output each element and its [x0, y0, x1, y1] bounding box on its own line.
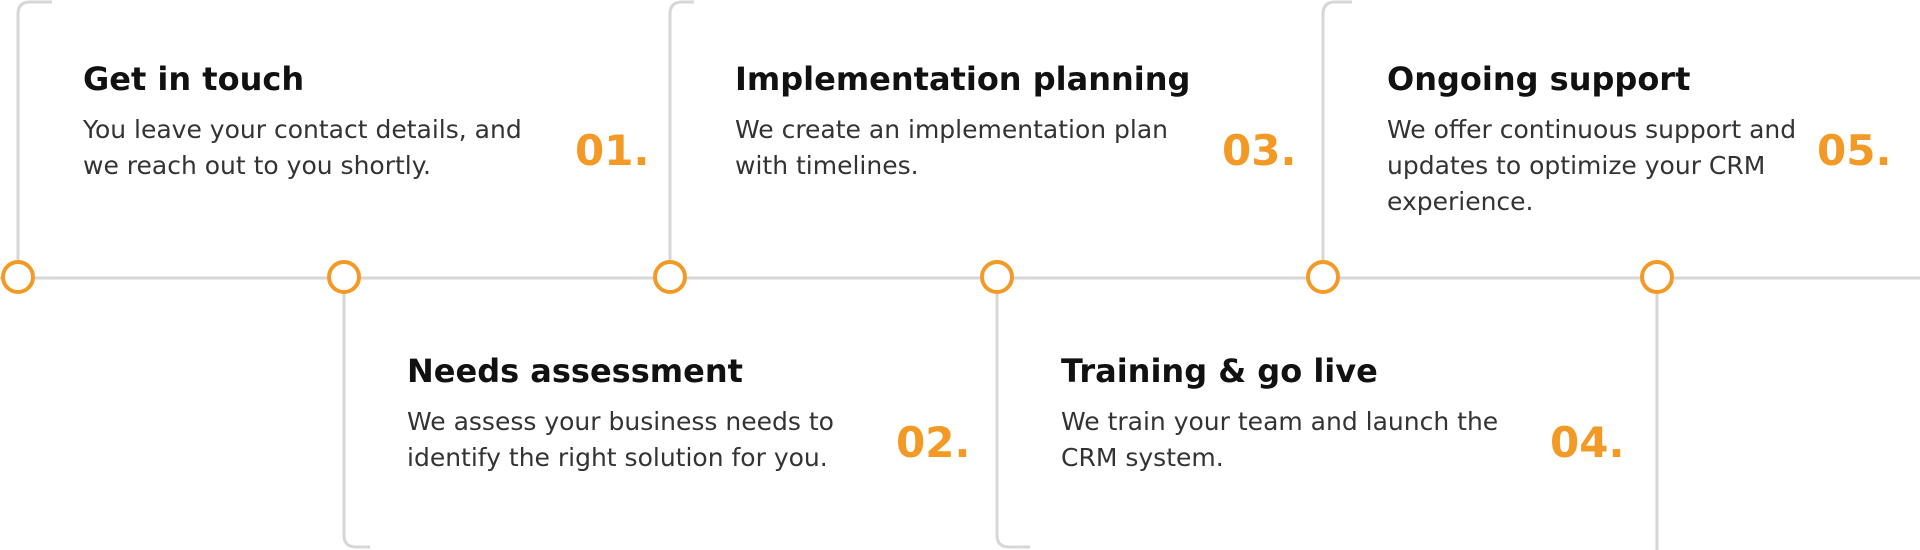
step-title: Training & go live: [1061, 352, 1378, 390]
step-5-bracket: [1321, 0, 1352, 265]
step-number: 02.: [896, 418, 971, 467]
step-1-bracket: [16, 0, 52, 265]
step-description: We assess your business needs to identif…: [407, 407, 834, 472]
step-3-marker: [653, 260, 687, 294]
step-4-bracket: [995, 292, 1030, 549]
step-number: 04.: [1550, 418, 1625, 467]
step-description: We offer continuous support and updates …: [1387, 115, 1797, 216]
step-3-bracket: [668, 0, 694, 265]
step-2-bracket: [342, 292, 370, 549]
step-4-marker: [980, 260, 1014, 294]
step-description: We train your team and launch the CRM sy…: [1061, 407, 1499, 472]
step-number: 05.: [1817, 126, 1892, 175]
end-marker: [1640, 260, 1674, 294]
step-number: 01.: [575, 126, 650, 175]
step-5-marker: [1306, 260, 1340, 294]
step-number: 03.: [1222, 126, 1297, 175]
step-2-marker: [327, 260, 361, 294]
step-title: Needs assessment: [407, 352, 743, 390]
step-title: Get in touch: [83, 60, 305, 98]
step-description: We create an implementation plan with ti…: [735, 115, 1169, 180]
step-title: Implementation planning: [735, 60, 1191, 98]
step-1-marker: [1, 260, 35, 294]
step-description: You leave your contact details, and we r…: [83, 115, 522, 180]
step-title: Ongoing support: [1387, 60, 1691, 98]
